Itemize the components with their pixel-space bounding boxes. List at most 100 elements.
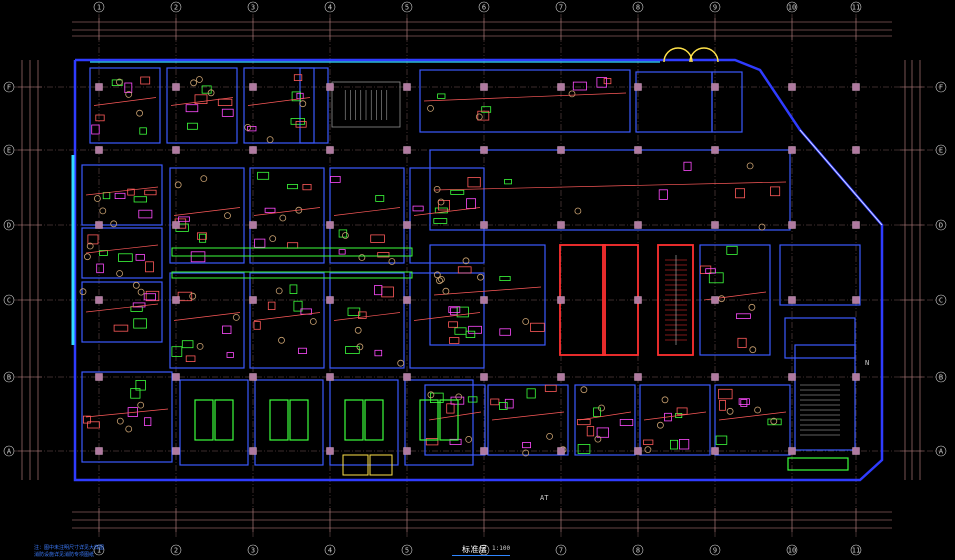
axis-bubble: [555, 544, 567, 556]
plant-symbol: [598, 404, 605, 412]
furniture-item: [293, 74, 303, 81]
furniture-item: [221, 108, 234, 117]
plant-symbol: [465, 435, 473, 443]
furniture-item: [446, 403, 455, 414]
furniture-item: [412, 205, 424, 212]
furniture-item: [291, 91, 301, 102]
structural-column: [711, 447, 719, 455]
title-underline: [452, 555, 510, 556]
furniture-line: [253, 207, 321, 216]
furniture-item: [133, 196, 148, 203]
room-outline: [794, 344, 856, 451]
room-outline: [331, 81, 401, 128]
drawing-note: 注：图中未注明尺寸详见大样图: [34, 545, 105, 551]
furniture-item: [466, 198, 477, 209]
structural-column: [95, 296, 103, 304]
furniture-item: [287, 183, 298, 190]
room-outline: [249, 272, 325, 369]
furniture-item: [499, 328, 511, 336]
structural-column: [95, 373, 103, 381]
structural-column: [172, 447, 180, 455]
furniture-item: [619, 418, 634, 426]
room-outline: [169, 167, 245, 264]
axis-bubble: [935, 144, 947, 156]
furniture-item: [736, 313, 751, 319]
furniture-item: [178, 216, 190, 222]
axis-row-label: F: [7, 84, 11, 92]
room-outline: [784, 317, 856, 359]
desk-strip: [171, 271, 413, 279]
axis-bubble: [324, 1, 336, 13]
furniture-item: [91, 124, 100, 135]
workstation-block: [364, 399, 384, 441]
plant-symbol: [299, 100, 307, 108]
furniture-item: [302, 183, 312, 191]
furniture-item: [145, 261, 154, 273]
furniture-item: [102, 192, 111, 200]
furniture-item: [457, 266, 472, 274]
furniture-item: [381, 286, 394, 298]
furniture-item: [454, 327, 467, 335]
furniture-item: [456, 306, 469, 318]
furniture-item: [217, 98, 233, 106]
plant-symbol: [207, 89, 215, 97]
axis-row-label: D: [939, 222, 943, 230]
room-outline: [419, 69, 631, 133]
plant-symbol: [462, 257, 470, 265]
furniture-item: [490, 398, 500, 406]
plant-symbol: [358, 254, 366, 261]
plant-symbol: [433, 185, 441, 193]
plant-symbol: [190, 79, 198, 87]
furniture-item: [144, 189, 157, 196]
axis-row-label: B: [7, 374, 11, 382]
furniture-item: [719, 399, 726, 411]
furniture-item: [293, 300, 303, 312]
furniture-line: [173, 312, 241, 321]
workstation-block: [269, 399, 289, 441]
room-outline: [409, 167, 485, 264]
plant-symbol: [196, 342, 204, 350]
furniture-line: [173, 207, 241, 216]
workstation-block: [419, 399, 439, 441]
structural-column: [711, 296, 719, 304]
furniture-item: [95, 114, 105, 122]
plant-symbol: [132, 281, 140, 289]
plant-symbol: [341, 232, 349, 239]
plant-symbol: [657, 421, 664, 429]
furniture-item: [586, 426, 595, 437]
furniture-item: [114, 192, 126, 200]
structural-column: [172, 221, 180, 229]
room-outline: [81, 227, 163, 279]
structural-column: [326, 447, 334, 455]
furniture-item: [374, 285, 383, 296]
furniture-item: [499, 275, 511, 281]
axis-column-label: 6: [482, 547, 486, 555]
room-outline: [409, 272, 485, 369]
axis-column-label: 10: [788, 4, 796, 12]
axis-bubble: [935, 219, 947, 231]
axis-bubble: [850, 1, 862, 13]
plant-symbol: [758, 223, 766, 231]
axis-column-label: 4: [328, 547, 332, 555]
plant-symbol: [86, 242, 94, 250]
axis-bubble: [247, 544, 259, 556]
furniture-item: [127, 188, 135, 196]
structural-column: [249, 83, 257, 91]
room-outline: [404, 379, 474, 466]
furniture-item: [450, 396, 465, 405]
furniture-item: [196, 232, 207, 240]
plant-symbol: [137, 401, 145, 409]
furniture-item: [705, 268, 716, 274]
furniture-item: [257, 171, 270, 180]
structural-column: [249, 221, 257, 229]
axis-bubble: [709, 544, 721, 556]
plant-symbol: [244, 124, 252, 131]
furniture-item: [504, 178, 512, 185]
room-outline: [254, 379, 324, 466]
room-outline: [81, 281, 163, 343]
structural-column: [852, 83, 860, 91]
furniture-line: [433, 286, 542, 296]
furniture-item: [96, 263, 104, 274]
structural-column: [852, 447, 860, 455]
